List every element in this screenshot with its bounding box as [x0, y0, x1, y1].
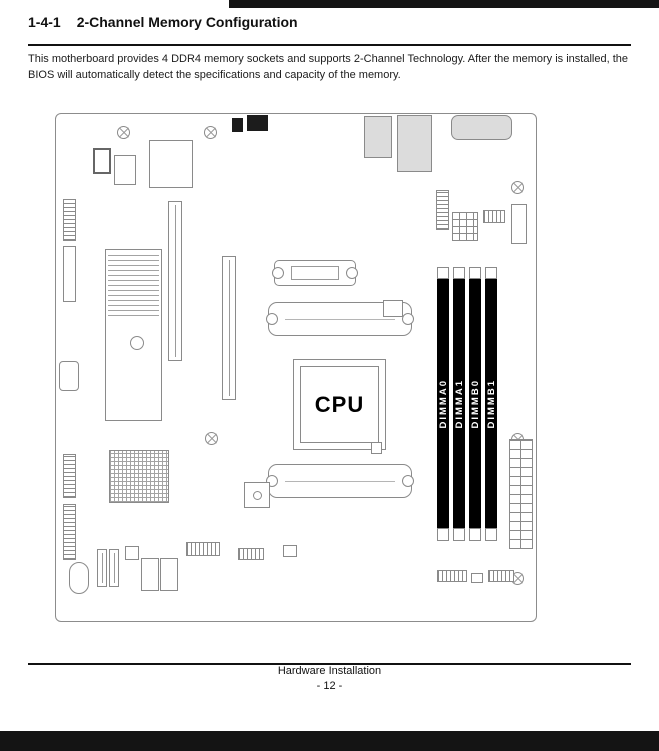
audio-header — [63, 199, 76, 241]
dimm-slot: DIMMB1 — [485, 267, 497, 541]
usb-header — [141, 558, 159, 591]
page-number: - 12 - — [316, 680, 343, 692]
dimm-slot-label: DIMMA0 — [437, 378, 449, 429]
heading-divider — [28, 44, 631, 46]
dimm-latch — [453, 528, 465, 541]
expansion-connector — [63, 246, 76, 302]
sata-port — [109, 549, 119, 587]
mounting-hole — [117, 126, 130, 139]
section-number: 1-4-1 — [28, 14, 61, 30]
clr-cmos-jumper — [283, 545, 297, 557]
audio-chip — [93, 148, 111, 174]
screw-hole — [266, 313, 278, 325]
dimm-slot-body: DIMMB1 — [485, 279, 497, 528]
cpu-fan-header — [247, 115, 268, 131]
dimm-latch — [437, 528, 449, 541]
bios-chip — [244, 482, 270, 508]
battery — [69, 562, 89, 594]
mounting-hole — [205, 432, 218, 445]
dimm-latch — [437, 267, 449, 279]
cooler-bracket-bottom — [266, 464, 414, 498]
dimm-slot-body: DIMMB0 — [469, 279, 481, 528]
pcie-x16-slot — [168, 201, 182, 361]
cpu-socket: CPU — [293, 359, 386, 454]
dimm-latch — [453, 267, 465, 279]
front-panel-header — [437, 570, 467, 582]
lan-usb-port-stack — [397, 115, 432, 172]
vga-port — [451, 115, 512, 140]
socket-lever — [371, 442, 382, 454]
dimm-slot-body: DIMMA1 — [453, 279, 465, 528]
footer-section-label: Hardware Installation — [277, 665, 382, 677]
motherboard-diagram: CPU DIMMA0 DIMMA1 DIMMB0 — [55, 113, 537, 622]
screw-hole — [402, 475, 414, 487]
footer-divider — [28, 663, 631, 665]
lan-chip — [149, 140, 193, 188]
section-title: 2-Channel Memory Configuration — [76, 14, 298, 30]
chip-pin1-dot — [253, 491, 262, 500]
dimm-latch — [485, 528, 497, 541]
bottom-edge-bar — [0, 731, 659, 751]
atx-24pin-power-connector — [509, 439, 533, 549]
fan-header — [232, 118, 243, 132]
gpio-header — [63, 504, 76, 560]
vrm-component — [383, 300, 403, 317]
dimm-latch — [485, 267, 497, 279]
screw-hole — [402, 313, 414, 325]
dimm-slot: DIMMB0 — [469, 267, 481, 541]
front-panel-header — [488, 570, 514, 582]
usb-port-stack — [364, 116, 392, 158]
usb-header — [160, 558, 178, 591]
pcie-x4-slot — [222, 256, 236, 400]
heatsink-screw — [130, 336, 144, 350]
dimm-slot-label: DIMMB0 — [469, 378, 481, 429]
dimm-latch — [469, 267, 481, 279]
com-port-connector — [272, 260, 358, 286]
cpu-socket-inner: CPU — [300, 366, 379, 443]
capacitor-block — [114, 155, 136, 185]
top-edge-bar — [229, 0, 659, 8]
jumper-header — [471, 573, 483, 583]
sys-fan-header — [436, 190, 449, 230]
vrm-heatsink — [105, 249, 162, 421]
mounting-hole — [204, 126, 217, 139]
dimm-slot-body: DIMMA0 — [437, 279, 449, 528]
front-panel-header — [63, 454, 76, 498]
section-heading: 1-4-1 2-Channel Memory Configuration — [28, 14, 298, 30]
pump-fan-header — [483, 210, 505, 223]
body-paragraph: This motherboard provides 4 DDR4 memory … — [28, 53, 628, 81]
dimm-latch — [469, 528, 481, 541]
right-edge-connector — [511, 204, 527, 244]
jumper-header — [125, 546, 139, 560]
tpm-header — [238, 548, 264, 560]
cpu-label: CPU — [314, 391, 365, 417]
mounting-hole — [511, 181, 524, 194]
chipset-heatsink — [109, 450, 169, 503]
dimm-slot-label: DIMMA1 — [453, 378, 465, 429]
dimm-slot: DIMMA1 — [453, 267, 465, 541]
screw-hole — [346, 267, 358, 279]
heatsink-fins — [108, 252, 159, 316]
dimm-slot-label: DIMMB1 — [485, 378, 497, 429]
atx-12v-power-connector — [452, 212, 478, 241]
connector-inner — [291, 266, 339, 280]
speaker-header — [59, 361, 79, 391]
front-usb-header — [186, 542, 220, 556]
cooler-bracket-top — [266, 302, 414, 336]
dimm-slot: DIMMA0 — [437, 267, 449, 541]
screw-hole — [272, 267, 284, 279]
sata-port — [97, 549, 107, 587]
